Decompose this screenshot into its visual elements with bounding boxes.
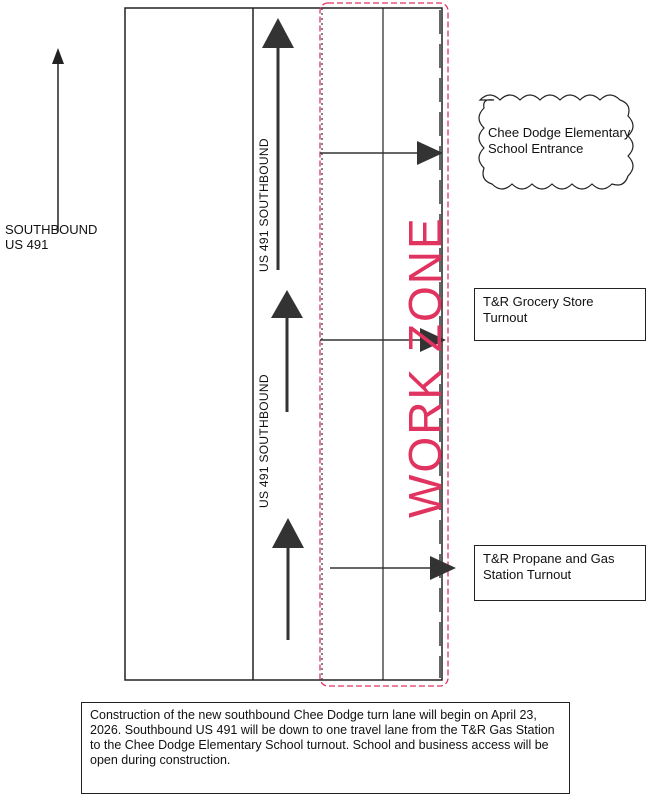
propane-line1: T&R Propane and Gas xyxy=(483,551,615,566)
side-label-line1: SOUTHBOUND xyxy=(5,222,98,237)
lane-label-upper: US 491 SOUTHBOUND xyxy=(257,138,271,272)
work-zone-boundary xyxy=(319,2,449,687)
school-cloud-shape xyxy=(478,94,634,190)
grocery-line1: T&R Grocery Store xyxy=(483,294,594,309)
school-line2: School Entrance xyxy=(488,141,584,156)
grocery-line2: Turnout xyxy=(483,310,528,325)
lane-arrow-middle xyxy=(271,290,303,412)
turn-arrow-grocery xyxy=(320,328,446,352)
southbound-us491-label: SOUTHBOUND US 491 xyxy=(5,222,97,252)
school-line1: Chee Dodge Elementary xyxy=(488,125,631,140)
turn-arrow-propane xyxy=(330,556,456,580)
propane-line2: Station Turnout xyxy=(483,567,572,582)
turn-arrow-school xyxy=(320,141,443,165)
work-zone-label: WORK ZONE xyxy=(399,216,451,518)
road-outline xyxy=(124,7,443,681)
lane-arrow-top xyxy=(262,18,294,270)
school-entrance-label: Chee Dodge Elementary School Entrance xyxy=(488,125,648,157)
lane-label-lower: US 491 SOUTHBOUND xyxy=(257,374,271,508)
side-label-line2: US 491 xyxy=(5,237,49,252)
lane-arrow-bottom xyxy=(272,518,304,640)
direction-arrow-head xyxy=(52,48,64,64)
construction-notice: Construction of the new southbound Chee … xyxy=(81,702,570,794)
grocery-turnout-box: T&R Grocery Store Turnout xyxy=(474,288,646,341)
propane-turnout-box: T&R Propane and Gas Station Turnout xyxy=(474,545,646,601)
